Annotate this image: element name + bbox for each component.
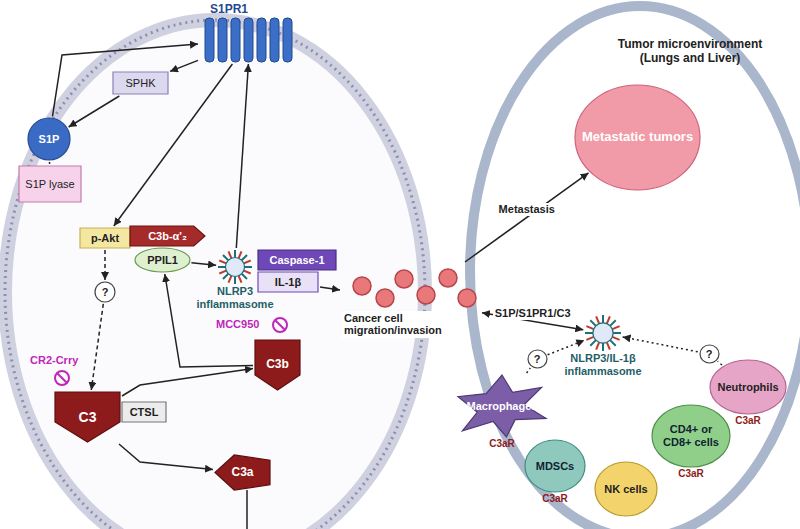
node-label: CTSL (127, 406, 162, 419)
enzyme-box: S1P lyase (19, 166, 81, 202)
enzyme-box: Caspase-1 (258, 250, 336, 270)
connector-arrow (69, 96, 120, 127)
cytokine-box: IL-1β (258, 272, 318, 292)
cancer-cell-cluster: Cancer cell migration/invasion (342, 264, 480, 338)
connector-arrow (104, 250, 106, 280)
connector-arrow (320, 287, 340, 290)
receptor-label: C3aR (678, 468, 704, 480)
connector-arrow (91, 304, 103, 390)
node-label: C3b-α'₂ (145, 230, 190, 243)
receptor: S1PR1 (200, 18, 300, 62)
node-label: NK cells (601, 483, 650, 496)
node-label: ? (531, 353, 544, 366)
node-label: Caspase-1 (266, 254, 327, 267)
node-label: S1P (36, 133, 63, 146)
node-label: Macrophages (464, 400, 541, 413)
inhibitor-label: MCC950 (216, 318, 259, 331)
connector-arrow (170, 60, 198, 71)
node-label: Cancer cell migration/invasion (342, 311, 450, 338)
cell-membrane (5, 20, 425, 529)
connector-arrow (53, 44, 199, 116)
node-label: C3b (263, 358, 292, 372)
node-label: ? (99, 286, 112, 299)
connector-arrow (623, 337, 698, 352)
node-label: C3a (228, 466, 256, 480)
protein-shape: C3a (215, 455, 270, 490)
node-label: Neutrophils (714, 381, 781, 394)
inflammasome-icon: NLRP3/IL-1β inflammasome (585, 315, 621, 351)
shape-outline (218, 250, 252, 284)
inflammasome-icon: NLRP3 inflammasome (218, 250, 252, 284)
tumor-region: Tumor microenvironment (Lungs and Liver)… (458, 8, 800, 529)
immune-cell: CD4+ or CD8+ cellsC3aR (652, 405, 730, 467)
protein-ellipse: PPIL1 (135, 248, 190, 272)
immune-cell: NK cells (595, 462, 657, 516)
tumor-blob: Metastatic tumors (575, 85, 700, 190)
node-label: MDSCs (533, 460, 578, 473)
node-label: ? (703, 348, 716, 361)
node-label: CD4+ or CD8+ cells (652, 423, 730, 448)
unknown-step: ? (700, 345, 719, 363)
cancer-cells (353, 269, 476, 307)
immune-cell: MacrophagesC3aR (458, 375, 546, 437)
membrane-beads (5, 20, 425, 529)
node-label: Metastatic tumors (579, 130, 696, 145)
connector-arrow (49, 162, 51, 164)
molecule-circle: S1P (28, 118, 70, 160)
connector-arrow (236, 64, 248, 248)
kinase-box: p-Akt (80, 228, 130, 248)
node-label: p-Akt (88, 232, 122, 245)
node-label: IL-1β (272, 276, 304, 289)
protein-shape: C3 (55, 392, 120, 442)
immune-cell: MDSCsC3aR (525, 440, 585, 492)
unknown-step: ? (95, 282, 115, 302)
connector-arrow (718, 361, 722, 365)
connector-arrow (465, 173, 589, 262)
inhibitor-label: CR2-Crry (30, 354, 78, 367)
connector-arrow (527, 368, 531, 373)
node-label: C3 (76, 409, 100, 425)
connector-arrow (114, 64, 233, 226)
receptor-label: C3aR (542, 493, 568, 505)
enzyme-box: SPHK (113, 72, 168, 94)
receptor-helices (205, 18, 292, 62)
node-label: PPIL1 (144, 254, 181, 267)
edge-label: Metastasis (497, 203, 557, 216)
protease-box: CTSL (122, 402, 166, 422)
unknown-step: ? (528, 350, 547, 368)
connector-arrow (119, 444, 213, 470)
fragment-tag: C3b-α'₂ (130, 226, 205, 246)
inhibitor-symbol (55, 318, 287, 385)
connector-arrow (122, 369, 253, 396)
protein-shape: C3b (255, 340, 300, 390)
node-label: S1P lyase (22, 178, 77, 191)
node-label: NLRP3/IL-1β inflammasome (548, 352, 658, 377)
immune-cell: NeutrophilsC3aR (710, 360, 786, 414)
connector-arrow (191, 263, 216, 265)
receptor-label: C3aR (489, 438, 515, 450)
receptor-label: C3aR (735, 415, 761, 427)
shape-outline (585, 315, 621, 351)
node-label: S1PR1 (210, 3, 248, 17)
node-label: Tumor microenvironment (Lungs and Liver) (610, 38, 770, 66)
edge-label: S1P/S1PR1/C3 (493, 307, 573, 320)
c3a-line (246, 490, 248, 529)
tumor-region-outline (470, 6, 800, 529)
node-label: SPHK (123, 77, 159, 90)
